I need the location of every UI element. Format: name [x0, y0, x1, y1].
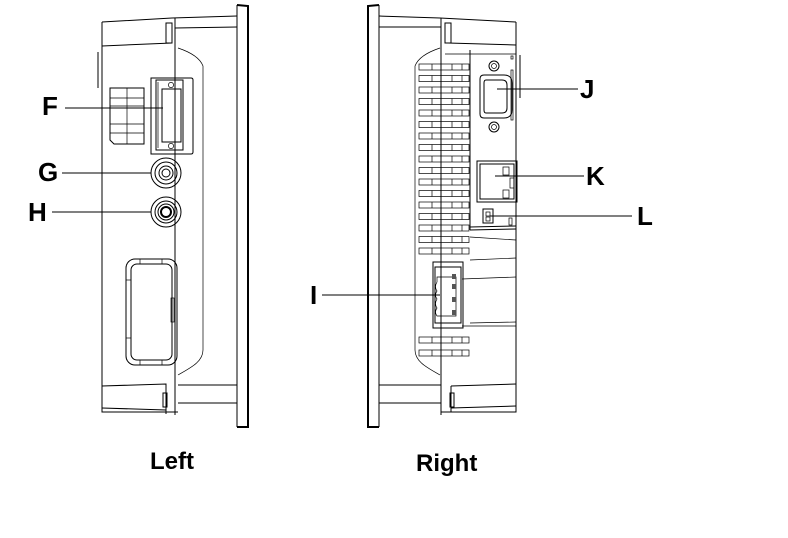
vent-slot [418, 247, 470, 255]
vent-slot [418, 63, 470, 71]
right-vent-slots [418, 60, 470, 357]
right-leader-lines [322, 88, 632, 296]
callout-L: L [637, 201, 653, 231]
vent-slot [418, 349, 470, 357]
power-connector[interactable] [432, 261, 517, 329]
ethernet-port-rj45[interactable] [476, 160, 518, 203]
vent-slot [418, 213, 470, 220]
vent-slot [418, 86, 470, 94]
vent-slot [418, 190, 470, 197]
vent-slot [418, 178, 470, 186]
callout-G: G [38, 157, 58, 187]
vent-slot [418, 121, 470, 128]
serial-port-db9[interactable] [479, 55, 514, 133]
vent-slot [418, 144, 470, 151]
left-view: F G H Left [28, 4, 249, 475]
callout-I: I [310, 280, 317, 310]
right-bezel [367, 4, 380, 428]
vent-slot [418, 224, 470, 232]
left-view-caption: Left [150, 448, 194, 475]
vent-slot [418, 155, 470, 163]
vent-slot [418, 201, 470, 209]
callout-J: J [580, 74, 594, 104]
dip-switch[interactable] [482, 208, 513, 226]
vent-slot [418, 75, 470, 82]
card-slot[interactable] [150, 77, 194, 155]
left-grip-recess [125, 258, 178, 366]
left-leader-lines [52, 107, 163, 213]
vent-slot [418, 167, 470, 174]
callout-F: F [42, 91, 58, 121]
vent-slot [418, 132, 470, 140]
right-view: J K L I Right [310, 4, 653, 477]
left-body [97, 15, 238, 415]
left-vent-grid [109, 87, 145, 145]
vent-slot [418, 336, 470, 344]
callout-K: K [586, 161, 605, 191]
vent-slot [418, 236, 470, 243]
callout-H: H [28, 197, 47, 227]
vent-slot [418, 98, 470, 105]
left-bezel [236, 4, 249, 428]
audio-jack-lower[interactable] [150, 196, 182, 228]
audio-jack-upper[interactable] [150, 157, 182, 189]
right-view-caption: Right [416, 450, 477, 477]
right-panel-rules [445, 50, 517, 324]
vent-slot [418, 109, 470, 117]
